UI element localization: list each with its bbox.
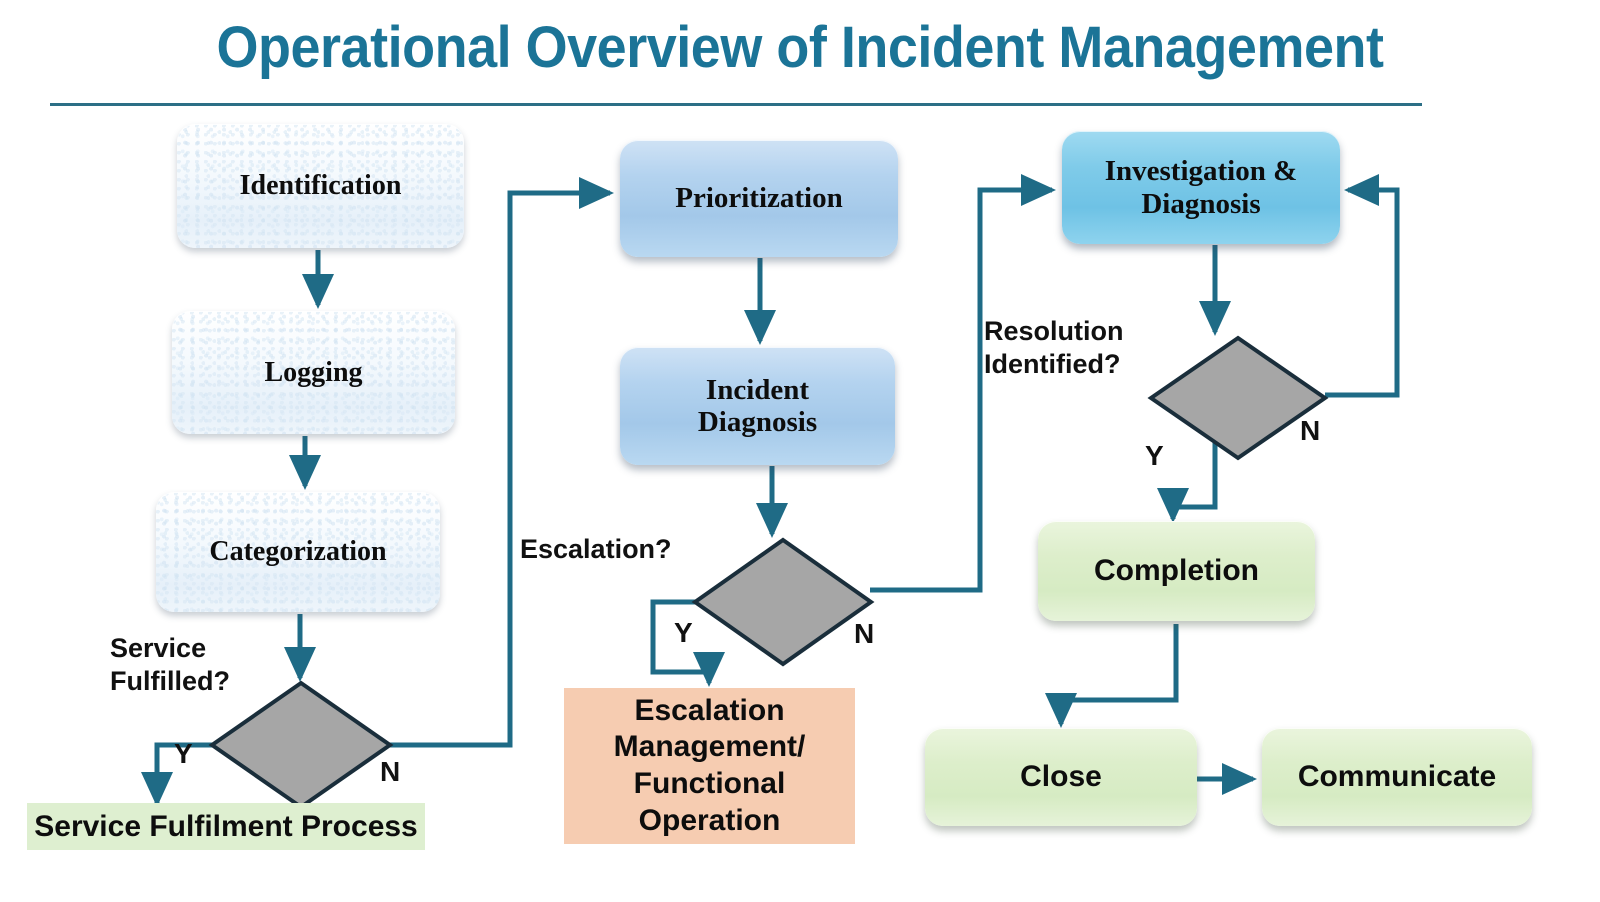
node-incident-diagnosis-line1: Incident	[705, 373, 810, 406]
node-categorization-label: Categorization	[209, 536, 387, 568]
node-prioritization[interactable]: Prioritization	[620, 140, 898, 257]
title-divider	[50, 103, 1422, 106]
node-completion-label: Completion	[1094, 554, 1259, 588]
branch-label-service-fulfilled-yes: Y	[174, 738, 193, 769]
decision-service-fulfilled-line2: Fulfilled?	[110, 665, 230, 696]
decision-resolution-identified-line1: Resolution	[984, 316, 1124, 346]
node-escalation-management-line3: Functional	[633, 767, 786, 800]
branch-label-escalation-no: N	[854, 618, 875, 649]
node-escalation-management-line4: Operation	[638, 803, 781, 837]
node-incident-diagnosis[interactable]: Incident Diagnosis	[620, 347, 895, 465]
node-investigation-diagnosis-line2: Diagnosis	[1141, 187, 1261, 220]
node-communicate-label: Communicate	[1297, 760, 1497, 794]
branch-label-service-fulfilled-no: N	[380, 756, 401, 787]
node-escalation-management-line2: Management/	[613, 730, 806, 764]
node-completion[interactable]: Completion	[1038, 521, 1315, 621]
node-logging-label: Logging	[264, 356, 363, 388]
branch-label-escalation-yes: Y	[674, 617, 693, 648]
node-close[interactable]: Close	[925, 728, 1197, 826]
decision-escalation-question: Escalation?	[520, 534, 672, 564]
branch-label-resolution-identified-no: N	[1300, 415, 1321, 446]
node-escalation-management-line1: Escalation	[634, 693, 785, 727]
node-identification-label: Identification	[239, 170, 402, 202]
node-identification[interactable]: Identification	[177, 124, 464, 248]
decision-service-fulfilled-line1: Service	[110, 633, 207, 663]
page-title: Operational Overview of Incident Managem…	[216, 15, 1384, 80]
decision-resolution-identified-question: Resolution Identified?	[984, 315, 1184, 381]
decision-escalation[interactable]	[691, 536, 875, 668]
node-close-label: Close	[1020, 760, 1102, 794]
decision-service-fulfilled[interactable]	[208, 679, 394, 811]
node-service-fulfilment-process-label: Service Fulfilment Process	[34, 809, 418, 843]
node-incident-diagnosis-line2: Diagnosis	[697, 406, 818, 438]
node-service-fulfilment-process[interactable]: Service Fulfilment Process	[27, 803, 425, 850]
node-prioritization-label: Prioritization	[675, 182, 843, 215]
node-investigation-diagnosis-line1: Investigation &	[1104, 155, 1298, 188]
node-logging[interactable]: Logging	[172, 311, 455, 434]
decision-service-fulfilled-question: Service Fulfilled?	[110, 632, 300, 698]
node-communicate[interactable]: Communicate	[1262, 728, 1532, 826]
decision-resolution-identified[interactable]	[1147, 334, 1329, 462]
node-categorization[interactable]: Categorization	[156, 492, 440, 612]
node-escalation-management[interactable]: Escalation Management/ Functional Operat…	[564, 688, 855, 844]
node-investigation-diagnosis[interactable]: Investigation & Diagnosis	[1062, 131, 1340, 244]
decision-resolution-identified-line2: Identified?	[984, 348, 1121, 379]
branch-label-resolution-identified-yes: Y	[1145, 440, 1164, 471]
